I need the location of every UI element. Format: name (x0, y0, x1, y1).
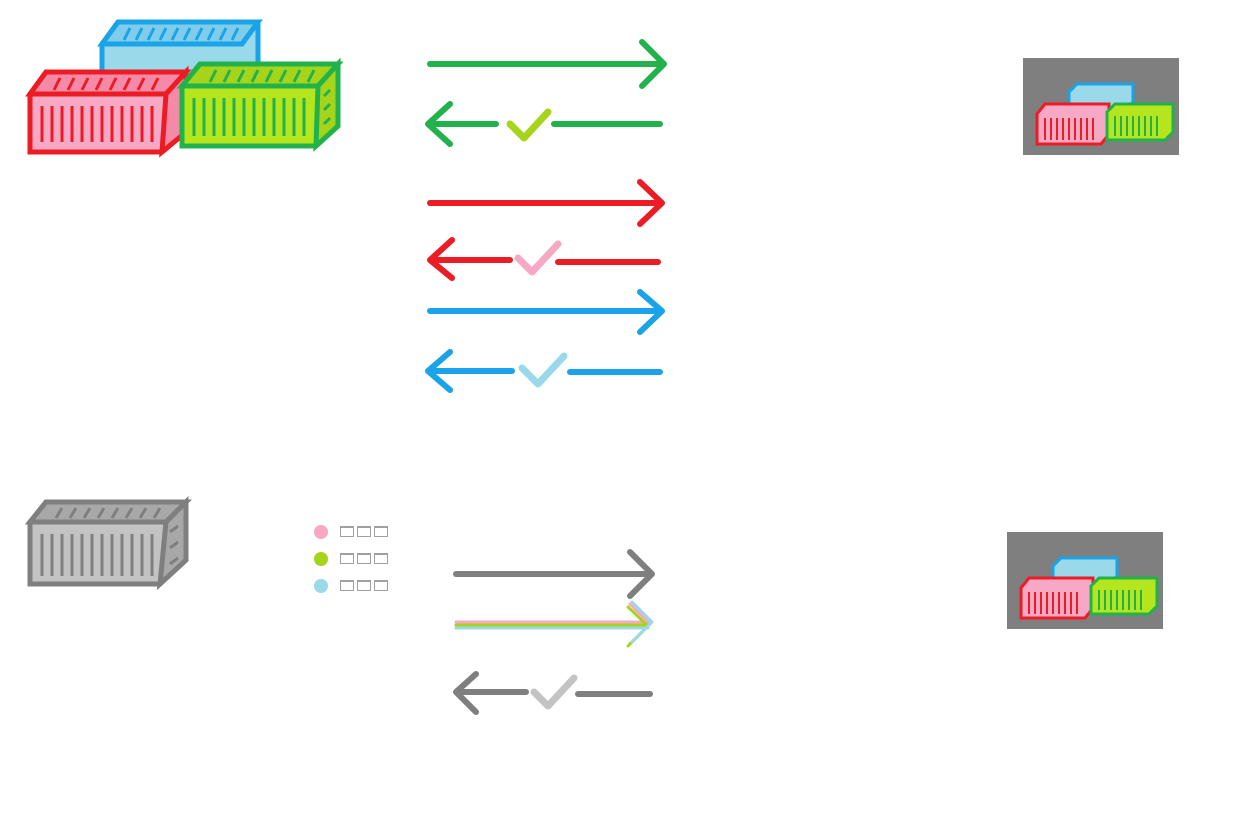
container-stack-icon (20, 14, 350, 164)
light-blue-checkmark-icon (518, 352, 568, 388)
green-response-arrow (425, 101, 663, 147)
gray-request-arrow (453, 549, 655, 599)
gray-container-icon (22, 496, 194, 592)
legend (314, 518, 394, 599)
blue-request-arrow (427, 289, 665, 335)
pink-checkmark-icon (514, 240, 562, 276)
destination-container-stack-icon (1007, 532, 1163, 629)
bottom-flow-arrows (446, 540, 666, 730)
red-request-arrow (427, 179, 665, 227)
legend-glyphs (340, 526, 388, 537)
green-checkmark-icon (506, 108, 552, 142)
destination-container-stack-icon (1023, 58, 1179, 155)
green-dot-icon (314, 551, 328, 566)
red-response-arrow (427, 237, 661, 281)
green-request-arrow (427, 39, 667, 89)
top-flow-arrows (420, 30, 680, 410)
pink-dot-icon (314, 524, 328, 539)
light-blue-dot-icon (314, 578, 328, 593)
legend-item-blue (314, 572, 394, 599)
blue-response-arrow (425, 349, 663, 393)
legend-glyphs (340, 580, 388, 591)
multicolor-request-arrow (454, 600, 654, 648)
legend-item-green (314, 545, 394, 572)
legend-glyphs (340, 553, 388, 564)
legend-item-pink (314, 518, 394, 545)
gray-response-arrow (453, 671, 653, 715)
gray-checkmark-icon (530, 674, 578, 710)
